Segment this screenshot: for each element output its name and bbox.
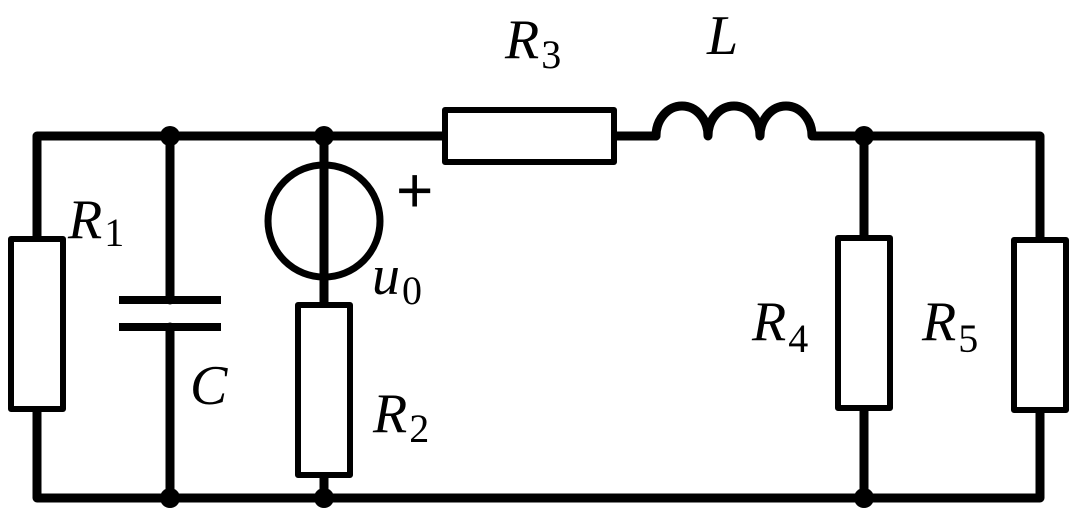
inductor-l bbox=[651, 101, 817, 141]
label-l: L bbox=[706, 5, 738, 67]
node-top-source bbox=[314, 126, 334, 146]
wire-top-right bbox=[809, 131, 1045, 245]
capacitor-c bbox=[119, 296, 221, 331]
resistor-r2 bbox=[295, 302, 353, 478]
resistor-r5 bbox=[1011, 237, 1069, 413]
label-u0: u0 bbox=[372, 245, 422, 313]
label-r2: R2 bbox=[372, 383, 429, 451]
junction-nodes bbox=[160, 126, 874, 508]
node-top-capacitor bbox=[160, 126, 180, 146]
resistor-r3 bbox=[442, 107, 617, 165]
label-c: C bbox=[190, 355, 228, 417]
label-r1: R1 bbox=[67, 189, 124, 255]
wire-bottom bbox=[32, 405, 1045, 503]
resistor-r1 bbox=[8, 236, 66, 412]
node-bottom-capacitor bbox=[160, 488, 180, 508]
wires bbox=[32, 131, 1045, 503]
labels: R1 C + u0 R2 R3 L R4 R5 bbox=[67, 5, 978, 451]
label-r5: R5 bbox=[921, 291, 978, 361]
voltage-source-u0 bbox=[264, 160, 384, 282]
wire-top-left bbox=[32, 131, 450, 242]
resistor-r4 bbox=[835, 235, 893, 411]
label-r3: R3 bbox=[504, 9, 561, 77]
node-bottom-r4 bbox=[854, 488, 874, 508]
node-top-r4 bbox=[854, 126, 874, 146]
label-r4: R4 bbox=[751, 291, 808, 361]
label-plus: + bbox=[396, 154, 433, 226]
resistors bbox=[8, 107, 1069, 478]
node-bottom-r2 bbox=[314, 488, 334, 508]
